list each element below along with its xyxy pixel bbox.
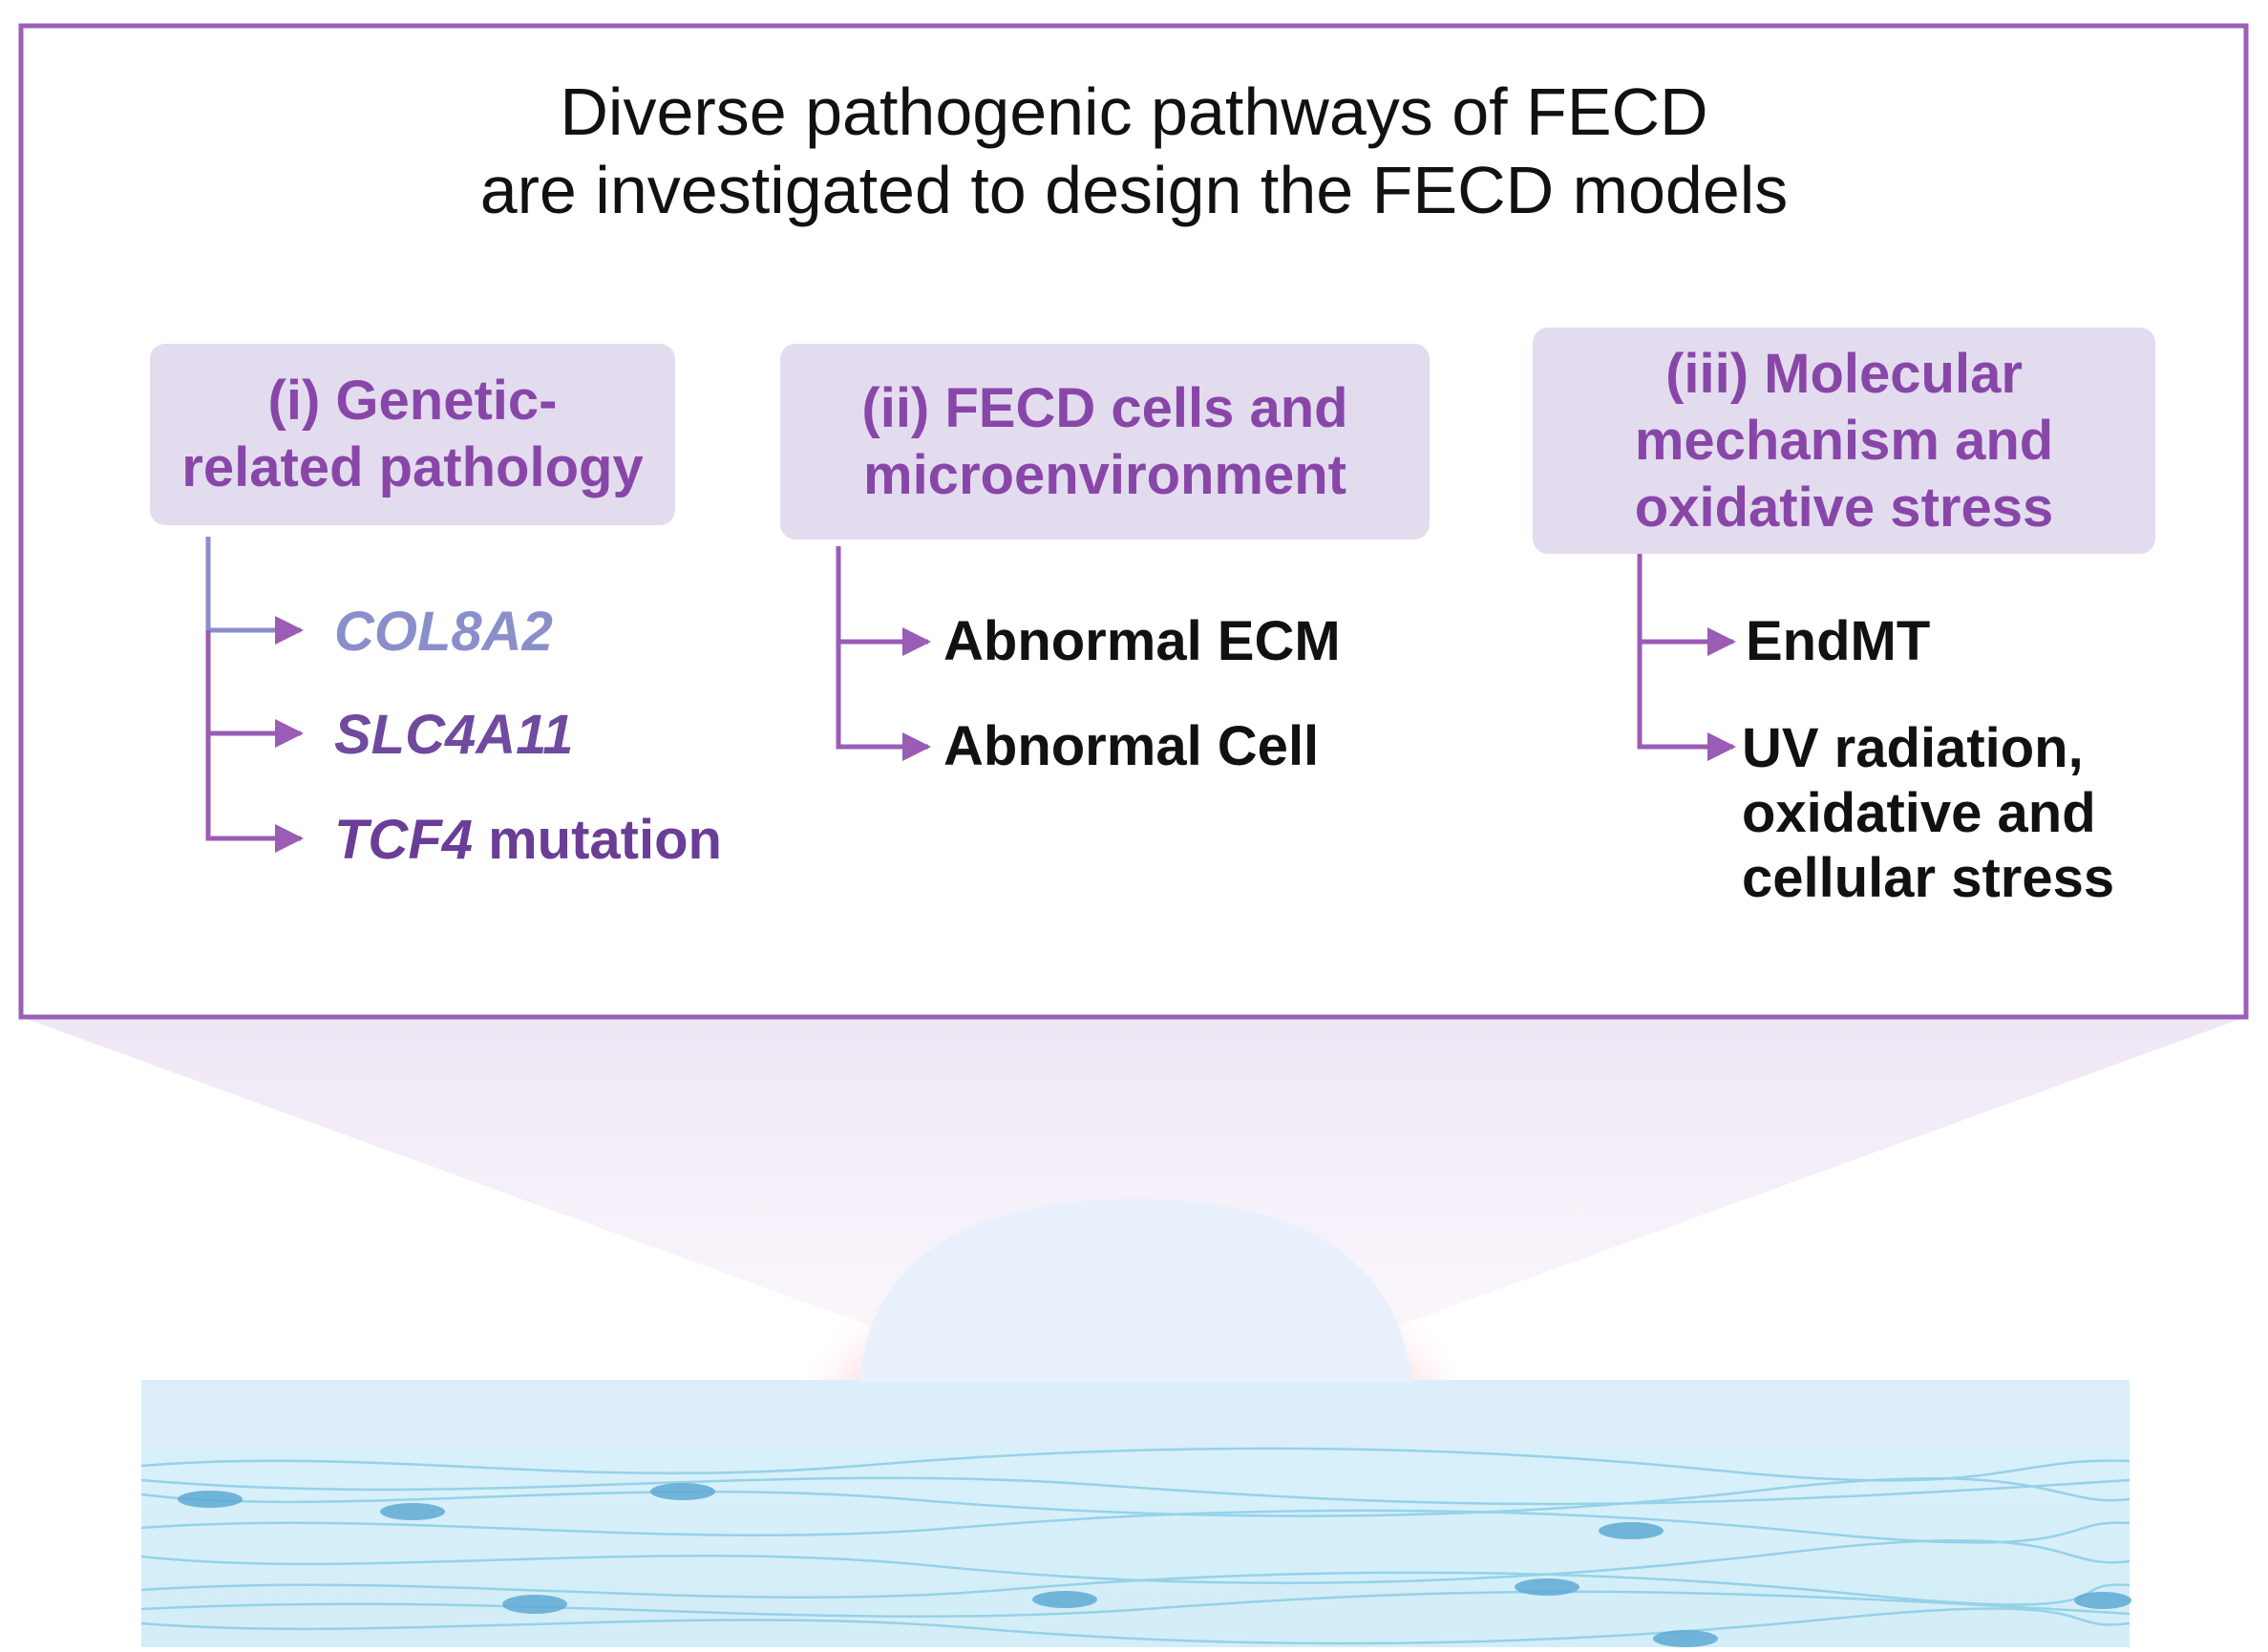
item-abnormal-ecm-label: Abnormal ECM xyxy=(943,610,1341,672)
gene-tcf4-suffix: mutation xyxy=(473,809,722,871)
item-abnormal-cell: Abnormal Cell xyxy=(943,714,1319,779)
item-endmt-label: EndMT xyxy=(1746,610,1931,672)
category-microenvironment-box: (ii) FECD cells and microenvironment xyxy=(780,344,1430,540)
category-microenvironment-line-1: (ii) FECD cells and xyxy=(861,376,1348,439)
category-genetic-box: (i) Genetic- related pathology xyxy=(150,344,675,525)
category-molecular-line-1: (iii) Molecular xyxy=(1665,342,2023,405)
gene-col8a2-label: COL8A2 xyxy=(334,601,553,663)
item-abnormal-cell-label: Abnormal Cell xyxy=(943,715,1320,777)
item-uv-line-3: cellular stress xyxy=(1742,847,2115,909)
category-genetic-line-2: related pathology xyxy=(181,436,644,498)
diagram-title: Diverse pathogenic pathways of FECD are … xyxy=(0,73,2268,229)
connectors-molecular xyxy=(1637,551,1736,761)
category-molecular-line-2: mechanism and xyxy=(1634,409,2054,472)
cell-nuclei xyxy=(178,1483,2131,1647)
gene-tcf4-mutation: TCF4 mutation xyxy=(334,808,722,873)
dome xyxy=(859,1198,1411,1383)
connectors-microenvironment xyxy=(836,546,931,761)
category-microenvironment-line-2: microenvironment xyxy=(863,443,1346,506)
category-molecular-box: (iii) Molecular mechanism and oxidative … xyxy=(1533,328,2155,554)
item-endmt: EndMT xyxy=(1746,609,1930,674)
stroma-fibers xyxy=(140,1447,2130,1645)
gene-slc4a11: SLC4A11 xyxy=(334,703,573,768)
title-line-2: are investigated to design the FECD mode… xyxy=(479,153,1789,227)
gene-tcf4-label: TCF4 xyxy=(334,809,473,871)
category-genetic-line-1: (i) Genetic- xyxy=(267,370,558,432)
category-molecular-line-3: oxidative stress xyxy=(1634,476,2054,539)
item-abnormal-ecm: Abnormal ECM xyxy=(943,609,1341,674)
item-uv-line-2: oxidative and xyxy=(1742,782,2096,844)
connectors-genetic xyxy=(205,537,304,853)
gene-slc4a11-label: SLC4A11 xyxy=(334,704,574,766)
tissue-top-layer xyxy=(141,1380,2130,1447)
item-uv-line-1: UV radiation, xyxy=(1742,717,2084,779)
gene-col8a2: COL8A2 xyxy=(334,600,553,665)
item-uv-stress: UV radiation, oxidative and cellular str… xyxy=(1742,716,2114,911)
tissue-stroma xyxy=(141,1447,2130,1647)
title-line-1: Diverse pathogenic pathways of FECD xyxy=(560,74,1708,149)
